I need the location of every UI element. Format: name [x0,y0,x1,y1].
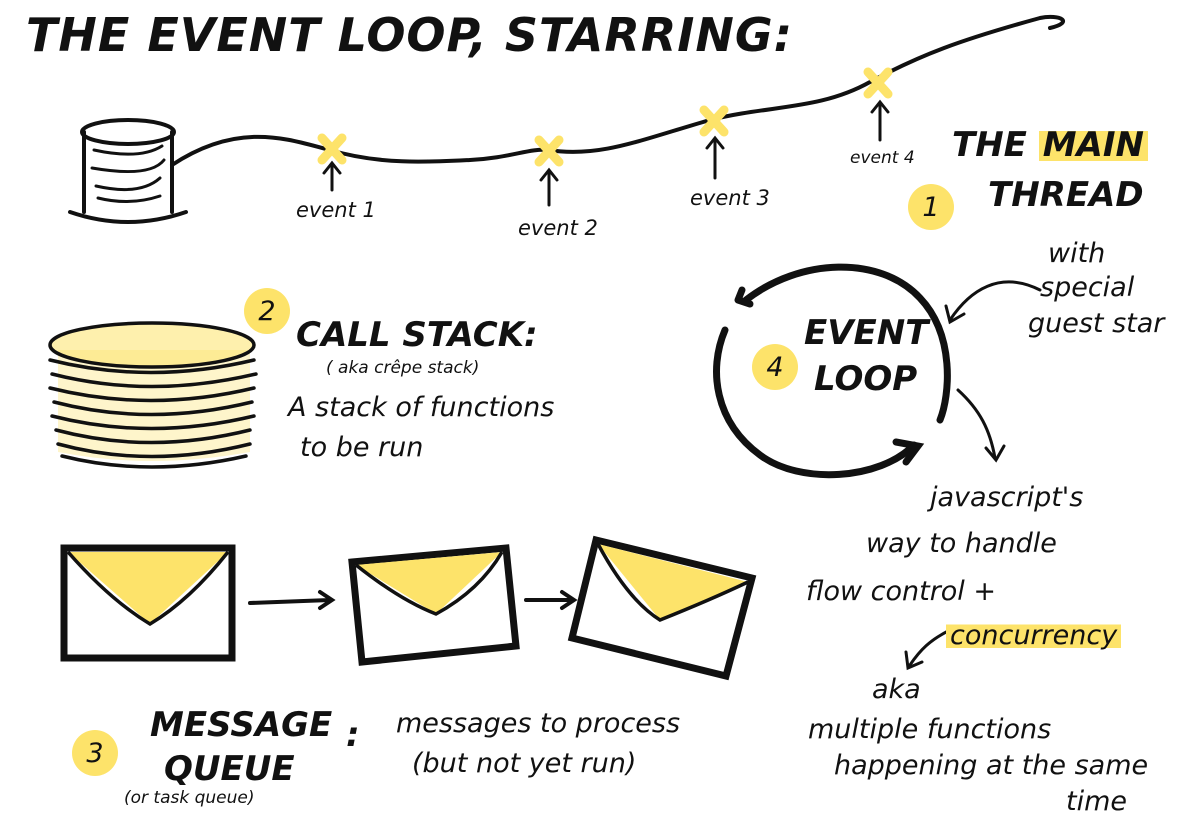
event-loop-aka-3: time [1066,786,1128,817]
event-arrows [322,99,890,207]
guest-star-line-3: guest star [1028,308,1165,339]
call-stack-heading: CALL STACK: [296,315,538,355]
concurrency-arrow [904,628,952,671]
thread-spool-icon [68,118,188,224]
event-loop-desc-3: flow control + [806,576,997,607]
event-markers [317,67,893,167]
event-label-3: event 3 [690,186,770,210]
guest-star-line-1: with [1048,238,1106,269]
message-queue-label-1: MESSAGE [150,705,333,745]
guest-star-line-2: special [1040,272,1135,303]
call-stack-aka: ( aka crêpe stack) [326,358,480,378]
queue-arrows [248,590,578,610]
event-loop-label-1: EVENT [804,313,929,353]
event-label-2: event 2 [518,216,598,240]
envelope-icon-3 [567,535,757,681]
section-number-1: 1 [908,184,954,230]
envelope-icon-2 [348,544,520,666]
main-thread-word-thread: THREAD [988,175,1144,215]
event-label-4: event 4 [850,148,915,168]
event-loop-desc-4: concurrency [946,620,1122,651]
event-loop-desc-1: javascript's [930,482,1084,513]
section-number-2: 2 [244,288,290,334]
event-loop-aka-2: happening at the same [834,750,1149,781]
call-stack-desc-2: to be run [300,432,424,463]
event-loop-circle [713,263,951,479]
message-queue-desc-1: messages to process [396,708,681,739]
main-thread-label: THE MAIN [952,125,1148,165]
event-label-1: event 1 [296,198,376,222]
event-loop-label-2: LOOP [814,359,918,399]
guest-star-arrow [944,280,1042,325]
message-queue-aka: (or task queue) [124,788,255,808]
message-queue-colon: : [346,715,360,755]
page-title: THE EVENT LOOP, STARRING: [26,8,794,62]
message-queue-desc-2: (but not yet run) [412,748,637,779]
main-thread-word-the: THE [952,125,1027,165]
event-loop-aka: aka [872,674,921,705]
call-stack-desc-1: A stack of functions [288,392,555,423]
loop-to-desc-arrow [956,388,1006,463]
message-queue-label-2: QUEUE [164,749,295,789]
event-loop-aka-1: multiple functions [808,714,1052,745]
event-loop-desc-2: way to handle [866,528,1057,559]
section-number-4: 4 [752,344,798,390]
main-thread-word-main: MAIN [1038,125,1148,165]
crepe-stack-icon [48,321,258,469]
section-number-3: 3 [72,730,118,776]
envelope-icon-1 [60,544,236,662]
concurrency-highlight: concurrency [946,620,1122,651]
